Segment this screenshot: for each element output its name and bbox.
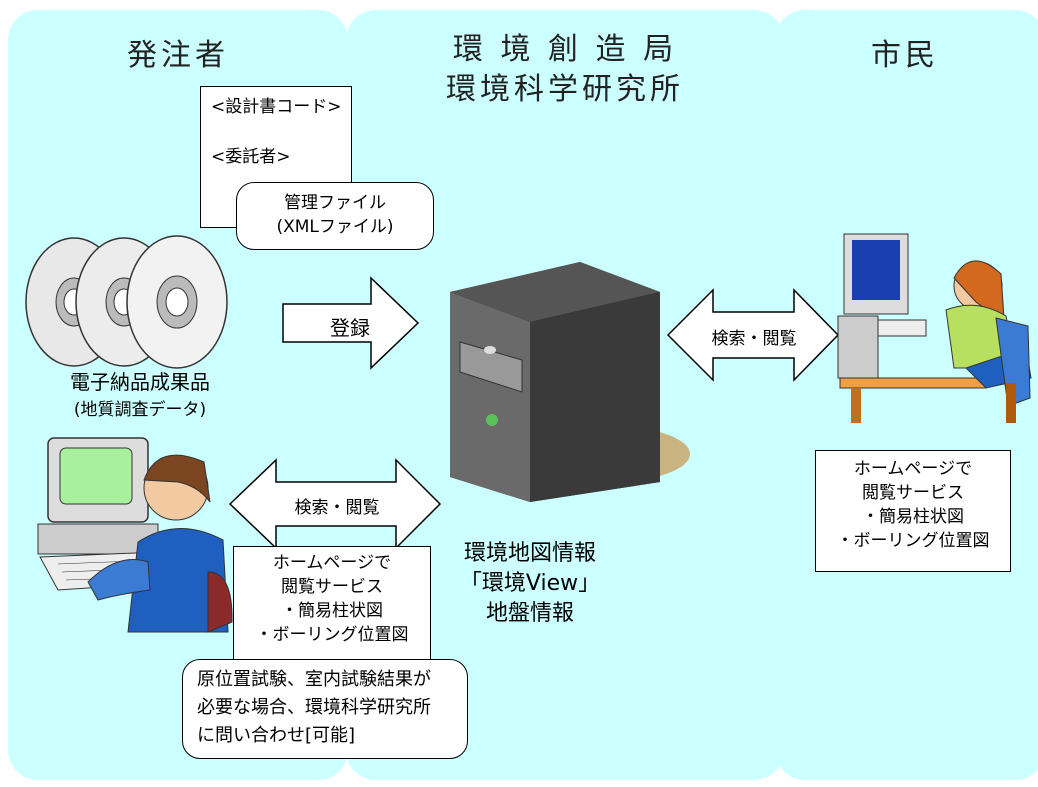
server-label-line3: 地盤情報: [485, 601, 574, 626]
inquiry-note-line2: 必要な場合、環境科学研究所: [197, 697, 431, 718]
inquiry-note-line1: 原位置試験、室内試験結果が: [197, 669, 431, 690]
inquiry-note-box: 原位置試験、室内試験結果が 必要な場合、環境科学研究所 に問い合わせ[可能]: [182, 659, 468, 759]
contractor-label: <委託者>: [211, 147, 291, 167]
service-right-line3: ・簡易柱状図: [862, 507, 964, 527]
service-left-line2: 閲覧サービス: [281, 577, 383, 597]
design-code-label: <設計書コード>: [211, 97, 342, 117]
service-left-line1: ホームページで: [272, 553, 392, 573]
deliverables-label-line2: (地質調査データ): [73, 400, 207, 420]
inquiry-note-line3: に問い合わせ[可能]: [197, 725, 356, 746]
search-browse-arrow-right-label: 検索・閲覧: [711, 329, 797, 349]
management-file-box: 管理ファイル (XMLファイル): [236, 182, 434, 250]
service-right-line1: ホームページで: [853, 459, 973, 479]
deliverables-label-line1: 電子納品成果品: [70, 370, 210, 394]
register-arrow-icon: [282, 276, 420, 370]
citizen-title: 市民: [871, 38, 939, 73]
orderer-computer-user-icon: [37, 437, 233, 633]
bureau-title-line1: 環 境 創 造 局: [452, 32, 678, 67]
citizen-computer-user-icon: [837, 233, 1032, 423]
register-arrow-label: 登録: [330, 316, 370, 340]
cd-discs-icon: [25, 235, 228, 369]
search-browse-arrow-left-icon: [228, 458, 442, 550]
server-icon: [450, 262, 690, 502]
orderer-title: 発注者: [127, 38, 229, 73]
management-file-line2: (XMLファイル): [276, 217, 394, 237]
search-browse-arrow-left-label: 検索・閲覧: [294, 498, 380, 518]
service-right-line4: ・ボーリング位置図: [836, 531, 990, 551]
bureau-title-line2: 環境科学研究所: [446, 72, 684, 107]
service-box-left: ホームページで 閲覧サービス ・簡易柱状図 ・ボーリング位置図: [233, 546, 431, 664]
service-right-line2: 閲覧サービス: [862, 483, 964, 503]
server-label-line2: 「環境View」: [459, 571, 601, 596]
server-label-line1: 環境地図情報: [463, 541, 596, 566]
citizen-panel: [775, 10, 1038, 780]
service-left-line4: ・ボーリング位置図: [255, 625, 409, 645]
service-left-line3: ・簡易柱状図: [281, 601, 383, 621]
cd-disc-3: [126, 235, 228, 369]
management-file-line1: 管理ファイル: [284, 193, 386, 213]
service-box-right: ホームページで 閲覧サービス ・簡易柱状図 ・ボーリング位置図: [815, 450, 1011, 572]
